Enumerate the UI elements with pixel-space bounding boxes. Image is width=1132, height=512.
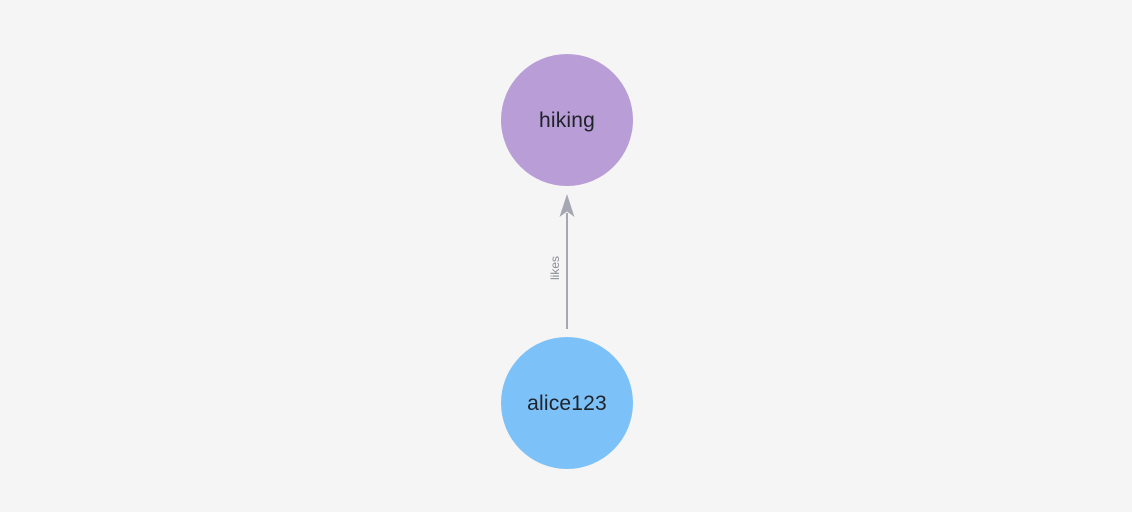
node-label: alice123	[527, 391, 607, 415]
node-alice123[interactable]: alice123	[501, 337, 633, 469]
node-hiking[interactable]: hiking	[501, 54, 633, 186]
arrowhead-up-icon	[559, 194, 575, 217]
node-label: hiking	[538, 108, 596, 132]
edge-label: likes	[548, 256, 562, 280]
